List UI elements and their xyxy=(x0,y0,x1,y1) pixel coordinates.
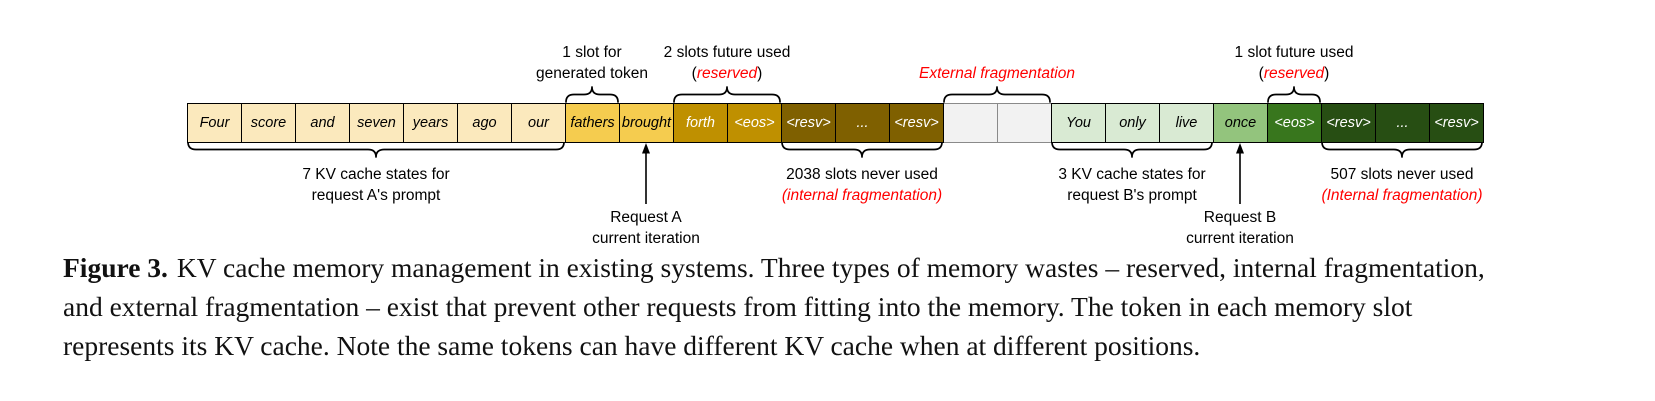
figure-number-label: Figure 3. xyxy=(63,252,168,283)
memory-slot-9: brought xyxy=(619,103,674,143)
memory-slot-22: <resv> xyxy=(1321,103,1376,143)
label-request-a-current-iteration: Request A current iteration xyxy=(592,207,700,249)
brace-prompt-b xyxy=(1051,141,1213,158)
annotation-line: Request A xyxy=(610,209,682,226)
brace-internal-fragmentation-a xyxy=(781,141,943,158)
memory-slot-3: and xyxy=(295,103,350,143)
annotation-line: (internal fragmentation) xyxy=(782,185,942,206)
annotation-line: (Internal fragmentation) xyxy=(1321,185,1482,206)
caption-text: KV cache memory management in existing s… xyxy=(176,252,1485,283)
annotation-line: 1 slot future used xyxy=(1234,44,1354,61)
label-internal-fragmentation-b: 507 slots never used (Internal fragmentat… xyxy=(1321,164,1482,206)
memory-slot-20: once xyxy=(1213,103,1268,143)
red-annotation-text: reserved xyxy=(1263,65,1325,82)
brace-external-fragmentation xyxy=(943,86,1051,103)
memory-slot-21: <eos> xyxy=(1267,103,1322,143)
caption-line: represents its KV cache. Note the same t… xyxy=(63,330,1201,361)
label-prompt-b: 3 KV cache states for request B's prompt xyxy=(1058,164,1205,206)
memory-slot-2: score xyxy=(241,103,296,143)
annotation-line: generated token xyxy=(535,65,649,82)
annotation-line: current iteration xyxy=(1186,230,1294,247)
memory-slot-6: ago xyxy=(457,103,512,143)
memory-slot-5: years xyxy=(403,103,458,143)
memory-slot-8: fathers xyxy=(565,103,620,143)
pointer-arrow-request-b-current-iteration xyxy=(1236,143,1244,204)
label-prompt-a: 7 KV cache states for request A's prompt xyxy=(302,164,449,206)
annotation-line: 7 KV cache states for xyxy=(302,166,450,183)
red-annotation-text: reserved xyxy=(696,65,758,82)
memory-slot-17: You xyxy=(1051,103,1106,143)
label-internal-fragmentation-a: 2038 slots never used (internal fragmenta… xyxy=(782,164,942,206)
brace-reserved-b xyxy=(1267,86,1321,103)
label-reserved-a: 2 slots future used (reserved) xyxy=(664,42,791,84)
memory-slot-16 xyxy=(997,103,1052,143)
annotation-line: 507 slots never used xyxy=(1330,166,1474,183)
memory-slot-12: <resv> xyxy=(781,103,836,143)
red-annotation-text: (Internal fragmentation) xyxy=(1321,187,1483,204)
annotation-line: 2 slots future used xyxy=(663,44,791,61)
annotation-line: current iteration xyxy=(592,230,700,247)
memory-slot-14: <resv> xyxy=(889,103,944,143)
annotation-line: 2038 slots never used xyxy=(786,166,938,183)
memory-slot-18: only xyxy=(1105,103,1160,143)
caption-line: and external fragmentation – exist that … xyxy=(63,291,1413,322)
caption-line: Figure 3. KV cache memory management in e… xyxy=(63,248,1485,287)
annotation-line: External fragmentation xyxy=(919,63,1075,84)
brace-internal-fragmentation-b xyxy=(1321,141,1483,158)
brace-generated-token xyxy=(565,86,619,103)
annotation-line: 1 slot for xyxy=(562,44,622,61)
brace-prompt-a xyxy=(187,141,565,158)
memory-slot-11: <eos> xyxy=(727,103,782,143)
memory-slot-15 xyxy=(943,103,998,143)
label-request-b-current-iteration: Request B current iteration xyxy=(1186,207,1294,249)
annotation-line: (reserved) xyxy=(691,65,763,82)
figure-caption: Figure 3. KV cache memory management in e… xyxy=(63,248,1485,365)
annotation-line: request B's prompt xyxy=(1067,187,1197,204)
annotation-line: request A's prompt xyxy=(311,187,441,204)
red-annotation-text: External fragmentation xyxy=(919,65,1075,82)
annotation-line: Request B xyxy=(1203,209,1277,226)
label-generated-token: 1 slot for generated token xyxy=(536,42,648,84)
memory-slot-19: live xyxy=(1159,103,1214,143)
label-reserved-b: 1 slot future used (reserved) xyxy=(1235,42,1354,84)
memory-slot-1: Four xyxy=(187,103,242,143)
memory-slot-4: seven xyxy=(349,103,404,143)
annotation-line: (reserved) xyxy=(1258,65,1330,82)
memory-slot-10: forth xyxy=(673,103,728,143)
memory-slot-7: our xyxy=(511,103,566,143)
pointer-arrow-request-a-current-iteration xyxy=(642,143,650,204)
memory-slot-13: ... xyxy=(835,103,890,143)
brace-reserved-a xyxy=(673,86,781,103)
memory-slot-24: <resv> xyxy=(1429,103,1484,143)
red-annotation-text: (internal fragmentation) xyxy=(781,187,943,204)
label-external-fragmentation: External fragmentation xyxy=(919,63,1075,84)
annotation-line: 3 KV cache states for xyxy=(1058,166,1206,183)
memory-slot-23: ... xyxy=(1375,103,1430,143)
